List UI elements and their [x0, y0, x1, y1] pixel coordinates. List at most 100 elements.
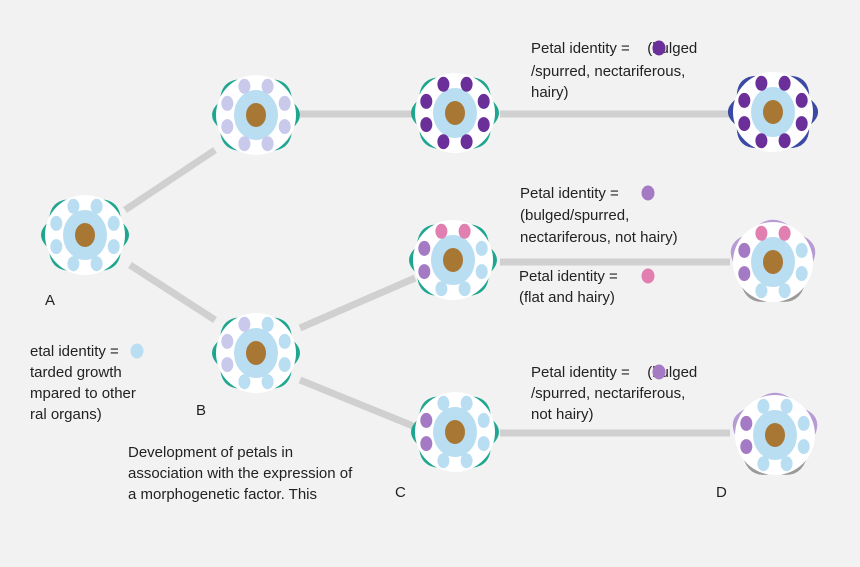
annotation-mid-right-1: Petal identity = ● (bulged/spurred, nect…	[520, 185, 678, 246]
sepal	[262, 79, 292, 109]
annotation-top-right: Petal identity = ● (bulged /spurred, nec…	[531, 40, 701, 101]
petal-dot	[437, 76, 450, 92]
annotation-line: hairy)	[531, 84, 569, 101]
petal-dot	[435, 281, 448, 297]
petal-dot	[778, 283, 791, 299]
sepal	[459, 266, 489, 296]
petal-dot	[477, 412, 490, 428]
annotation-line: Petal identity = ● (bulged	[531, 364, 697, 381]
stage-label-b: B	[196, 402, 206, 419]
flower-a	[41, 195, 129, 275]
petal-dot	[90, 198, 103, 214]
petal-dot	[460, 395, 473, 411]
sepal	[461, 119, 491, 149]
petal-dot	[420, 436, 433, 452]
sepal	[419, 77, 449, 107]
petal-dot	[261, 136, 274, 152]
petal-dot	[50, 239, 63, 255]
petal-dot	[795, 266, 808, 282]
annotation-line: nectariferous, not hairy)	[520, 229, 678, 246]
flower-c-bottom	[411, 392, 499, 472]
ovary-center	[763, 250, 783, 274]
petal-dot	[67, 198, 80, 214]
bullet-glyph: ●	[623, 185, 632, 202]
annotation-left: etal identity = ● tarded growth mpared t…	[30, 343, 140, 423]
petal-dot	[90, 256, 103, 272]
petal-dot	[780, 398, 793, 414]
petal-dot	[437, 395, 450, 411]
petal-dot	[780, 456, 793, 472]
petal-dot	[475, 264, 488, 280]
petal-dot	[740, 439, 753, 455]
petal-dot	[261, 78, 274, 94]
connector-bbottom-cbottom	[298, 376, 420, 432]
sepal	[220, 359, 250, 389]
petal-dot	[67, 256, 80, 272]
petal-dot	[460, 134, 473, 150]
flower-d-middle	[730, 219, 816, 302]
petal-dot	[738, 266, 751, 282]
petal-dot	[795, 92, 808, 108]
annotation-line: tarded growth	[30, 364, 122, 381]
legend-dot-mid-right-1	[641, 185, 655, 201]
sepal	[459, 224, 489, 254]
petal-dot	[458, 223, 471, 239]
petal-dot	[418, 240, 431, 256]
petal-dot	[261, 316, 274, 332]
petal-dot	[221, 95, 234, 111]
ovary-center	[445, 101, 465, 125]
annotation-line: /spurred, nectariferous,	[531, 63, 685, 80]
petal-dot	[278, 333, 291, 349]
petal-dot	[458, 281, 471, 297]
petal-dot	[437, 453, 450, 469]
flower-d-bottom	[732, 392, 818, 475]
sepal	[220, 121, 250, 151]
legend-dot-top-right	[652, 40, 666, 56]
petal-dot	[278, 357, 291, 373]
bullet-glyph: ●	[634, 364, 643, 381]
petal-dot	[460, 76, 473, 92]
petal-dot	[221, 119, 234, 135]
ovary-center	[443, 248, 463, 272]
connector-a-bbottom	[128, 262, 217, 323]
caption-line: a morphogenetic factor. This	[128, 486, 317, 503]
petal-dot	[107, 215, 120, 231]
petal-dot	[755, 133, 768, 149]
sepal	[779, 118, 810, 149]
sepal	[49, 241, 79, 271]
sepal	[91, 199, 121, 229]
caption: Development of petals in association wit…	[128, 444, 356, 503]
petal-dot	[797, 415, 810, 431]
annotation-line: etal identity = ●	[30, 343, 132, 360]
connector-bbottom-cmiddle	[298, 274, 417, 332]
sepal	[49, 199, 79, 229]
petal-dot	[437, 134, 450, 150]
petal-dot	[738, 116, 751, 132]
petal-dot	[238, 316, 251, 332]
annotation-line: Petal identity = ●	[519, 268, 631, 285]
annotation-line: not hairy)	[531, 406, 594, 423]
flower-b-top	[212, 75, 300, 155]
sepal	[262, 359, 292, 389]
petal-dot	[221, 333, 234, 349]
petal-dot	[278, 95, 291, 111]
connector-lines	[123, 110, 735, 437]
stage-label-d: D	[716, 484, 727, 501]
stage-label-a: A	[45, 292, 55, 309]
petal-dot	[755, 283, 768, 299]
petal-dot	[50, 215, 63, 231]
petal-dot	[418, 264, 431, 280]
petal-dot	[475, 240, 488, 256]
sepal	[461, 77, 491, 107]
legend-dot-bottom-right	[652, 364, 666, 380]
caption-line: association with the expression of	[128, 465, 353, 482]
flower-b-bottom	[212, 313, 300, 393]
flower-c-middle	[409, 220, 497, 300]
petal-dot	[420, 93, 433, 109]
petal-dot	[757, 456, 770, 472]
stage-label-c: C	[395, 484, 406, 501]
annotation-line: (flat and hairy)	[519, 289, 615, 306]
annotation-mid-right-2: Petal identity = ● (flat and hairy)	[519, 268, 635, 306]
flower-d-top	[727, 72, 819, 152]
ovary-center	[765, 423, 785, 447]
